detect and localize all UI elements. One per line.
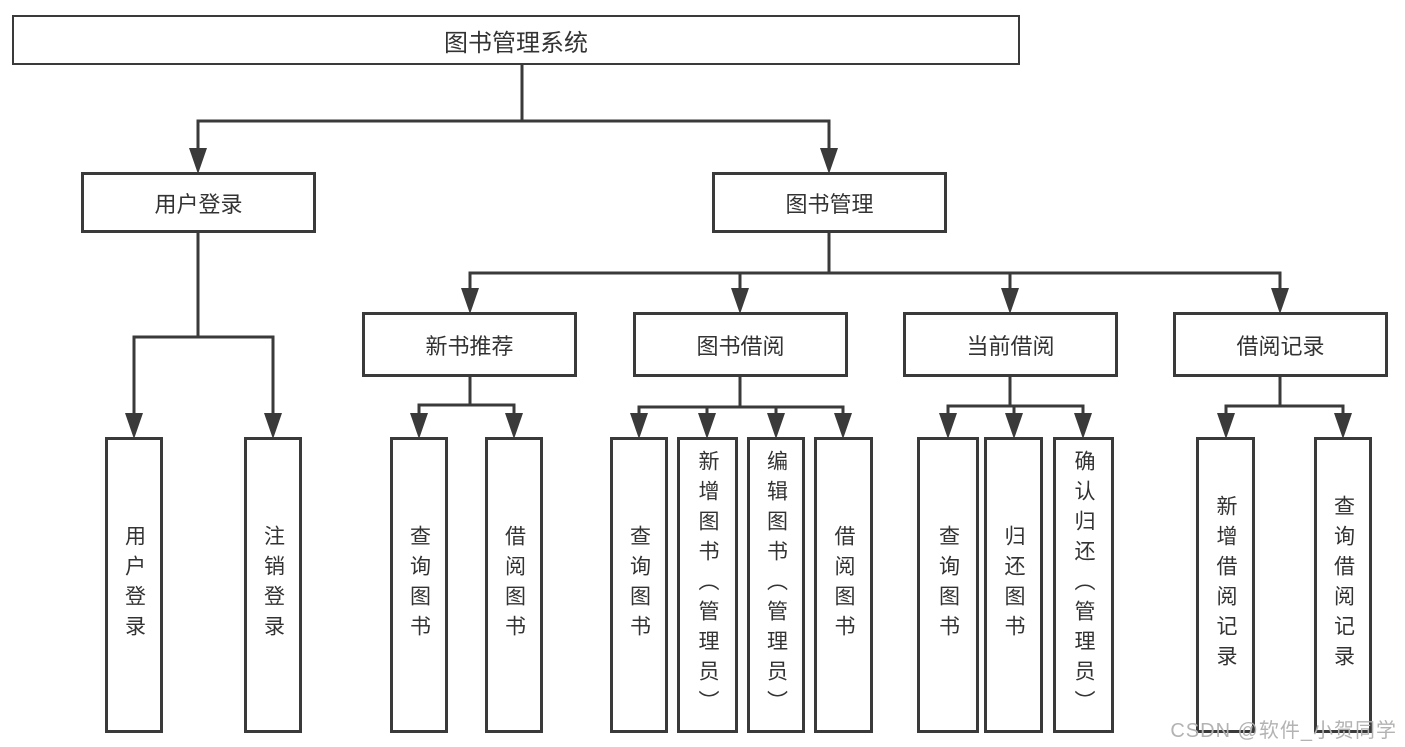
node-root-system: 图书管理系统 [12, 15, 1020, 65]
watermark-text: CSDN @软件_小贺同学 [1170, 720, 1397, 742]
node-book-borrowing-label: 图书借阅 [696, 333, 785, 359]
leaf-edit-books-admin: 编辑图书（管理员） [747, 437, 805, 733]
node-current-borrowing-label: 当前借阅 [966, 333, 1055, 359]
node-new-book-recommend-label: 新书推荐 [425, 333, 514, 359]
node-user-login-label: 用户登录 [154, 191, 243, 217]
leaf-query-borrow-record: 查询借阅记录 [1314, 437, 1372, 733]
node-current-borrowing: 当前借阅 [903, 312, 1118, 377]
node-book-borrowing: 图书借阅 [633, 312, 848, 377]
leaf-return-books: 归还图书 [984, 437, 1043, 733]
node-root-label: 图书管理系统 [444, 29, 588, 57]
leaf-confirm-return-admin: 确认归还（管理员） [1053, 437, 1114, 733]
leaf-user-login: 用户登录 [105, 437, 163, 733]
leaf-logout: 注销登录 [244, 437, 302, 733]
node-book-management: 图书管理 [712, 172, 947, 233]
leaf-add-borrow-record: 新增借阅记录 [1196, 437, 1255, 733]
leaf-query-books-recommend: 查询图书 [390, 437, 448, 733]
node-book-management-label: 图书管理 [785, 191, 874, 217]
node-borrowing-records-label: 借阅记录 [1236, 333, 1325, 359]
leaf-add-books-admin: 新增图书（管理员） [677, 437, 738, 733]
leaf-query-books-current: 查询图书 [917, 437, 979, 733]
node-new-book-recommend: 新书推荐 [362, 312, 577, 377]
node-borrowing-records: 借阅记录 [1173, 312, 1388, 377]
node-user-login: 用户登录 [81, 172, 316, 233]
leaf-borrow-books-borrowing: 借阅图书 [814, 437, 873, 733]
leaf-query-books-borrowing: 查询图书 [610, 437, 668, 733]
leaf-borrow-books-recommend: 借阅图书 [485, 437, 543, 733]
arrowheads [125, 148, 1352, 439]
